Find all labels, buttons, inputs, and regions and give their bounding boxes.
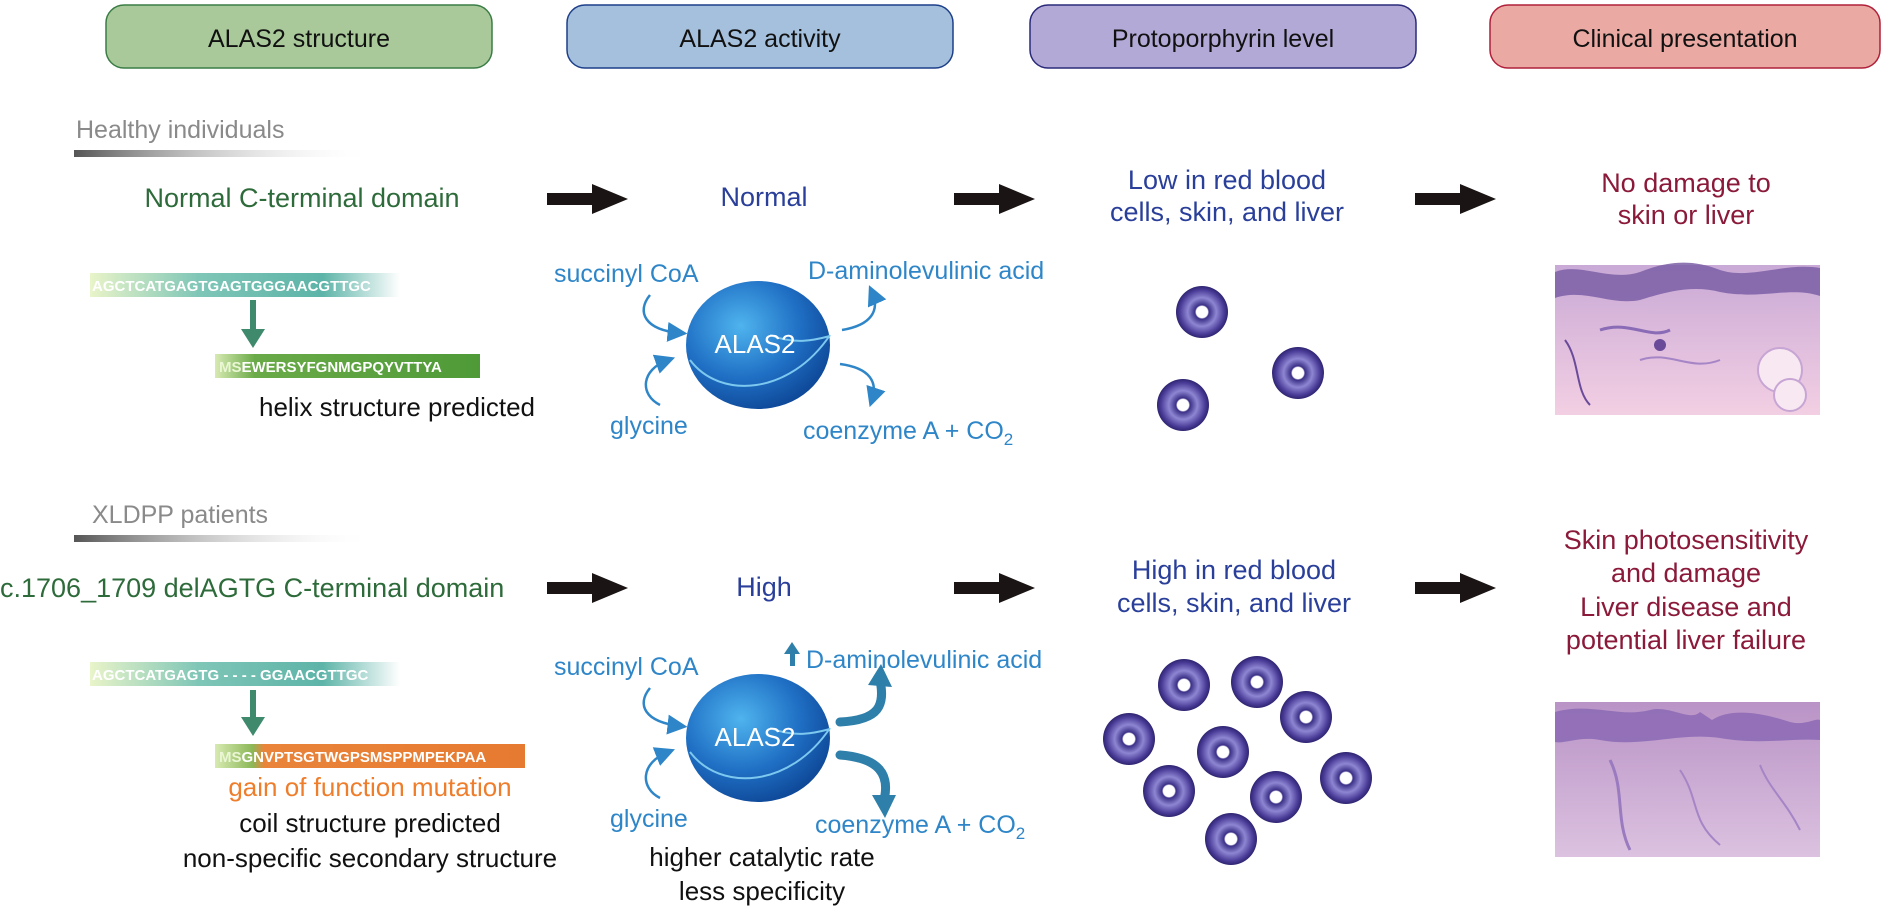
- clinical-line-1: No damage to: [1601, 168, 1771, 198]
- product-arrow-thick: [835, 675, 887, 727]
- xldpp-patients-section: XLDPP patients c.1706_1709 delAGTG C-ter…: [0, 501, 1820, 906]
- substrate-succinyl-coa: succinyl CoA: [554, 260, 699, 288]
- clinical-line-4: potential liver failure: [1566, 625, 1806, 655]
- section-label: Healthy individuals: [76, 116, 284, 144]
- dna-sequence-bar: AGCTCATGAGTG - - - - GGAACGTTGC: [90, 662, 400, 686]
- dna-sequence-text: AGCTCATGAGTG - - - - GGAACGTTGC: [92, 667, 369, 684]
- dna-sequence-bar: AGCTCATGAGTGAGTGGGAACGTTGC: [90, 273, 400, 297]
- product-arrow-thick: [835, 750, 891, 805]
- header-label: Clinical presentation: [1572, 25, 1797, 53]
- red-blood-cell: [1272, 347, 1324, 399]
- header-label: Protoporphyrin level: [1112, 25, 1334, 53]
- product-arrowhead: [868, 664, 892, 687]
- clinical-line-2: and damage: [1611, 558, 1761, 588]
- healthy-section: Healthy individuals Normal C-terminal do…: [74, 116, 1820, 449]
- clinical-line-3: Liver disease and: [1580, 592, 1792, 622]
- red-blood-cell: [1176, 286, 1228, 338]
- header-label: ALAS2 activity: [679, 25, 841, 53]
- red-blood-cell: [1157, 379, 1209, 431]
- substrate-arrow: [642, 687, 688, 735]
- protein-sequence-bar: MSEWERSYFGNMGPQYVTTYA: [215, 354, 480, 378]
- translation-arrow: [241, 300, 265, 348]
- translation-arrow: [241, 690, 265, 736]
- protein-sequence-text: MSEWERSYFGNMGPQYVTTYA: [219, 359, 442, 376]
- header-clinical-presentation: Clinical presentation: [1489, 4, 1881, 69]
- header-alas2-activity: ALAS2 activity: [566, 4, 954, 69]
- alas2-enzyme: ALAS2: [686, 674, 831, 802]
- structure-note-2: non-specific secondary structure: [183, 843, 557, 873]
- red-blood-cell: [1280, 691, 1332, 743]
- enzyme-label: ALAS2: [715, 722, 796, 752]
- header-label: ALAS2 structure: [208, 25, 390, 53]
- product-coenzyme-a-co2: coenzyme A + CO2: [815, 811, 1025, 843]
- damaged-skin-histology-image: [1555, 702, 1820, 857]
- header-protoporphyrin-level: Protoporphyrin level: [1029, 4, 1417, 69]
- activity-note-1: higher catalytic rate: [649, 842, 874, 872]
- product-coenzyme-a-co2: coenzyme A + CO2: [803, 417, 1013, 449]
- red-blood-cell: [1320, 752, 1372, 804]
- flow-arrow: [1415, 184, 1496, 214]
- substrate-arrow: [642, 294, 688, 342]
- dna-sequence-text: AGCTCATGAGTGAGTGGGAACGTTGC: [92, 278, 371, 295]
- substrate-glycine: glycine: [610, 805, 688, 833]
- activity-level: Normal: [720, 182, 807, 212]
- red-blood-cell: [1205, 813, 1257, 865]
- red-blood-cells-group: [1103, 656, 1372, 865]
- substrate-glycine: glycine: [610, 412, 688, 440]
- substrate-arrow: [644, 354, 676, 407]
- c-terminal-domain-label: Normal C-terminal domain: [144, 183, 459, 213]
- mutant-c-terminal-domain-label: c.1706_1709 delAGTG C-terminal domain: [0, 573, 504, 603]
- red-blood-cell: [1158, 659, 1210, 711]
- structure-note-1: coil structure predicted: [239, 808, 501, 838]
- section-divider: [74, 535, 374, 542]
- product-arrow: [841, 285, 887, 332]
- clinical-line-2: skin or liver: [1618, 200, 1755, 230]
- product-d-aminolevulinic-acid: D-aminolevulinic acid: [808, 257, 1044, 285]
- level-line-1: High in red blood: [1132, 555, 1336, 585]
- activity-note-2: less specificity: [679, 876, 845, 906]
- product-arrow: [839, 362, 886, 408]
- red-blood-cell: [1197, 726, 1249, 778]
- product-arrowhead: [872, 795, 896, 818]
- red-blood-cell: [1143, 765, 1195, 817]
- flow-arrow: [547, 573, 628, 603]
- flow-arrow: [547, 184, 628, 214]
- red-blood-cell: [1103, 713, 1155, 765]
- red-blood-cells-group: [1157, 286, 1324, 431]
- level-line-2: cells, skin, and liver: [1110, 197, 1344, 227]
- substrate-succinyl-coa: succinyl CoA: [554, 653, 699, 681]
- gain-of-function-note: gain of function mutation: [228, 772, 511, 802]
- enzyme-label: ALAS2: [715, 329, 796, 359]
- protein-sequence-bar: MSGNVPTSGTWGPSMSPPMPEKPAA: [215, 744, 525, 768]
- substrate-arrow: [644, 747, 675, 800]
- alas2-enzyme: ALAS2: [686, 281, 831, 409]
- activity-level: High: [736, 572, 792, 602]
- structure-note: helix structure predicted: [259, 392, 535, 422]
- flow-arrow: [954, 184, 1035, 214]
- protein-sequence-text: MSGNVPTSGTWGPSMSPPMPEKPAA: [219, 749, 486, 766]
- red-blood-cell: [1250, 771, 1302, 823]
- flow-arrow: [1415, 573, 1496, 603]
- increase-up-arrow: [784, 642, 800, 666]
- section-divider: [74, 150, 374, 157]
- column-headers: ALAS2 structure ALAS2 activity Protoporp…: [105, 4, 1881, 69]
- red-blood-cell: [1231, 656, 1283, 708]
- section-label: XLDPP patients: [92, 501, 268, 529]
- healthy-skin-histology-image: [1555, 262, 1820, 415]
- header-alas2-structure: ALAS2 structure: [105, 4, 493, 69]
- clinical-line-1: Skin photosensitivity: [1564, 525, 1809, 555]
- level-line-2: cells, skin, and liver: [1117, 588, 1351, 618]
- flow-arrow: [954, 573, 1035, 603]
- product-d-aminolevulinic-acid: D-aminolevulinic acid: [806, 646, 1042, 674]
- level-line-1: Low in red blood: [1128, 165, 1326, 195]
